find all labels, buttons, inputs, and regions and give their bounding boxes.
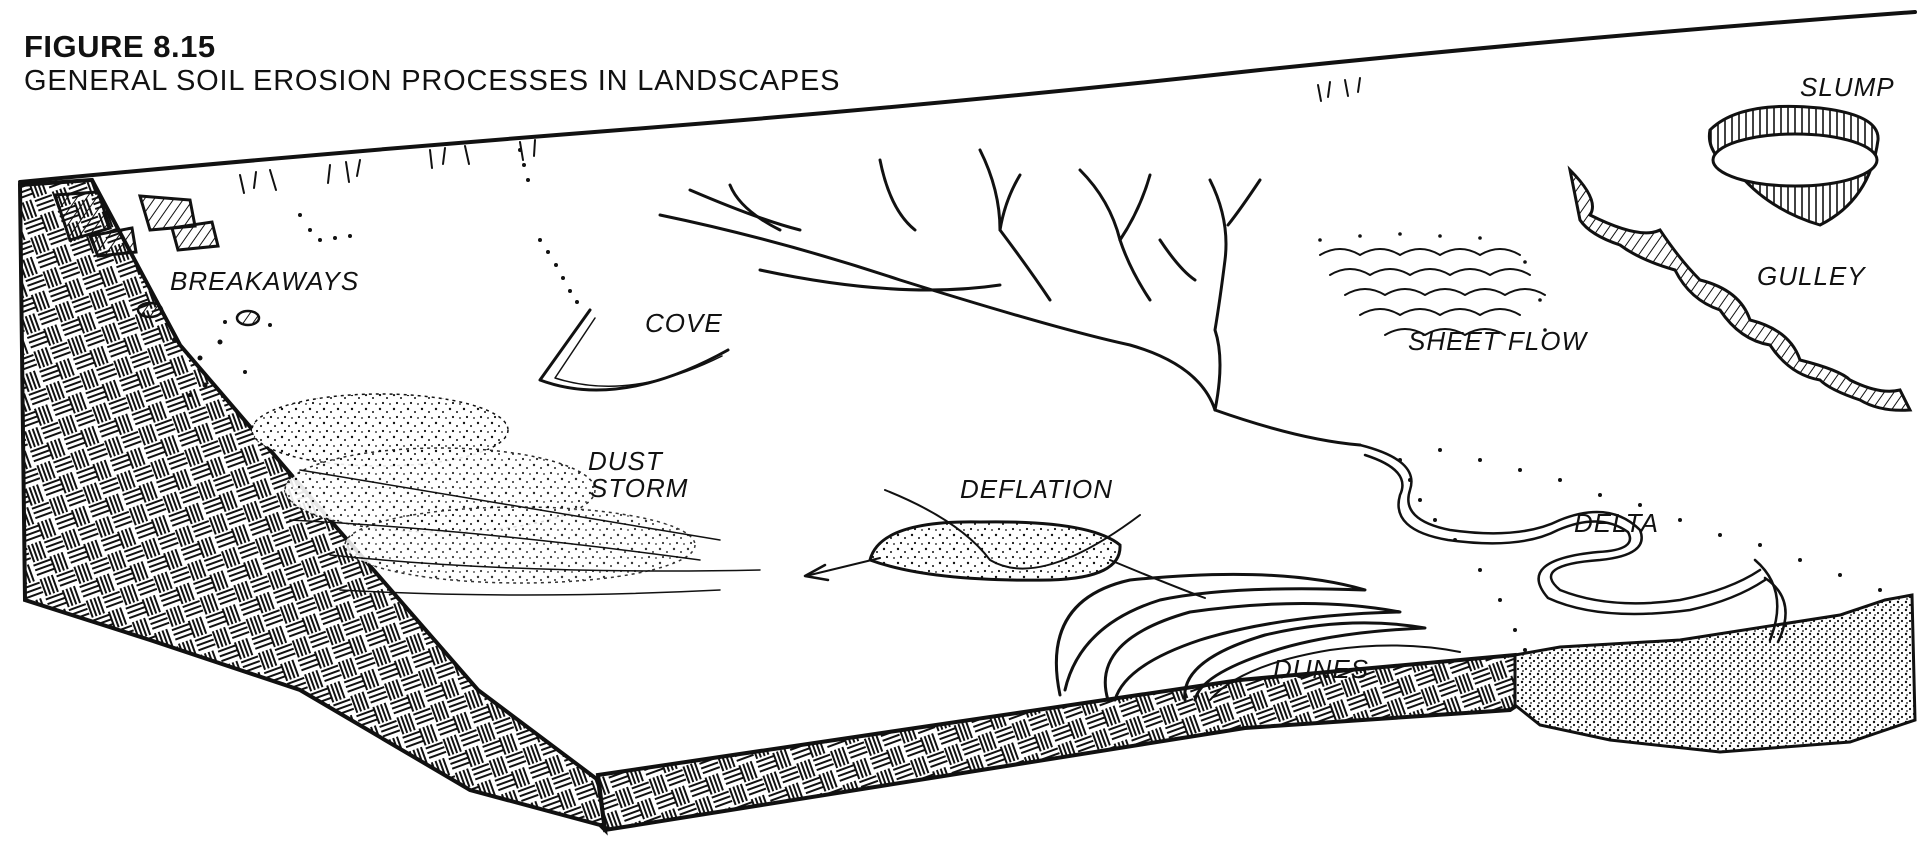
sheet-flow — [1318, 232, 1547, 335]
meandering-river — [1360, 445, 1786, 642]
figure-header: FIGURE 8.15 GENERAL SOIL EROSION PROCESS… — [24, 30, 840, 98]
label-deflation: DEFLATION — [960, 474, 1113, 504]
front-cut-face — [598, 655, 1525, 830]
river-network — [660, 150, 1360, 445]
label-delta: DELTA — [1574, 508, 1659, 538]
sea-deposit — [1515, 595, 1915, 752]
label-gulley: GULLEY — [1757, 261, 1866, 291]
slump — [1709, 106, 1878, 225]
label-dust-storm-line1: DUST — [588, 446, 664, 476]
label-sheet-flow: SHEET FLOW — [1408, 326, 1588, 356]
label-slump: SLUMP — [1800, 72, 1895, 102]
label-cove: COVE — [645, 308, 723, 338]
figure-number: FIGURE 8.15 — [24, 30, 840, 64]
labels: BREAKAWAYS COVE DUST STORM DEFLATION SHE… — [170, 72, 1895, 684]
figure-title: GENERAL SOIL EROSION PROCESSES IN LANDSC… — [24, 64, 840, 98]
label-dunes: DUNES — [1273, 654, 1369, 684]
label-dust-storm-line2: STORM — [590, 473, 688, 503]
label-breakaways: BREAKAWAYS — [170, 266, 359, 296]
deflation — [805, 490, 1205, 598]
